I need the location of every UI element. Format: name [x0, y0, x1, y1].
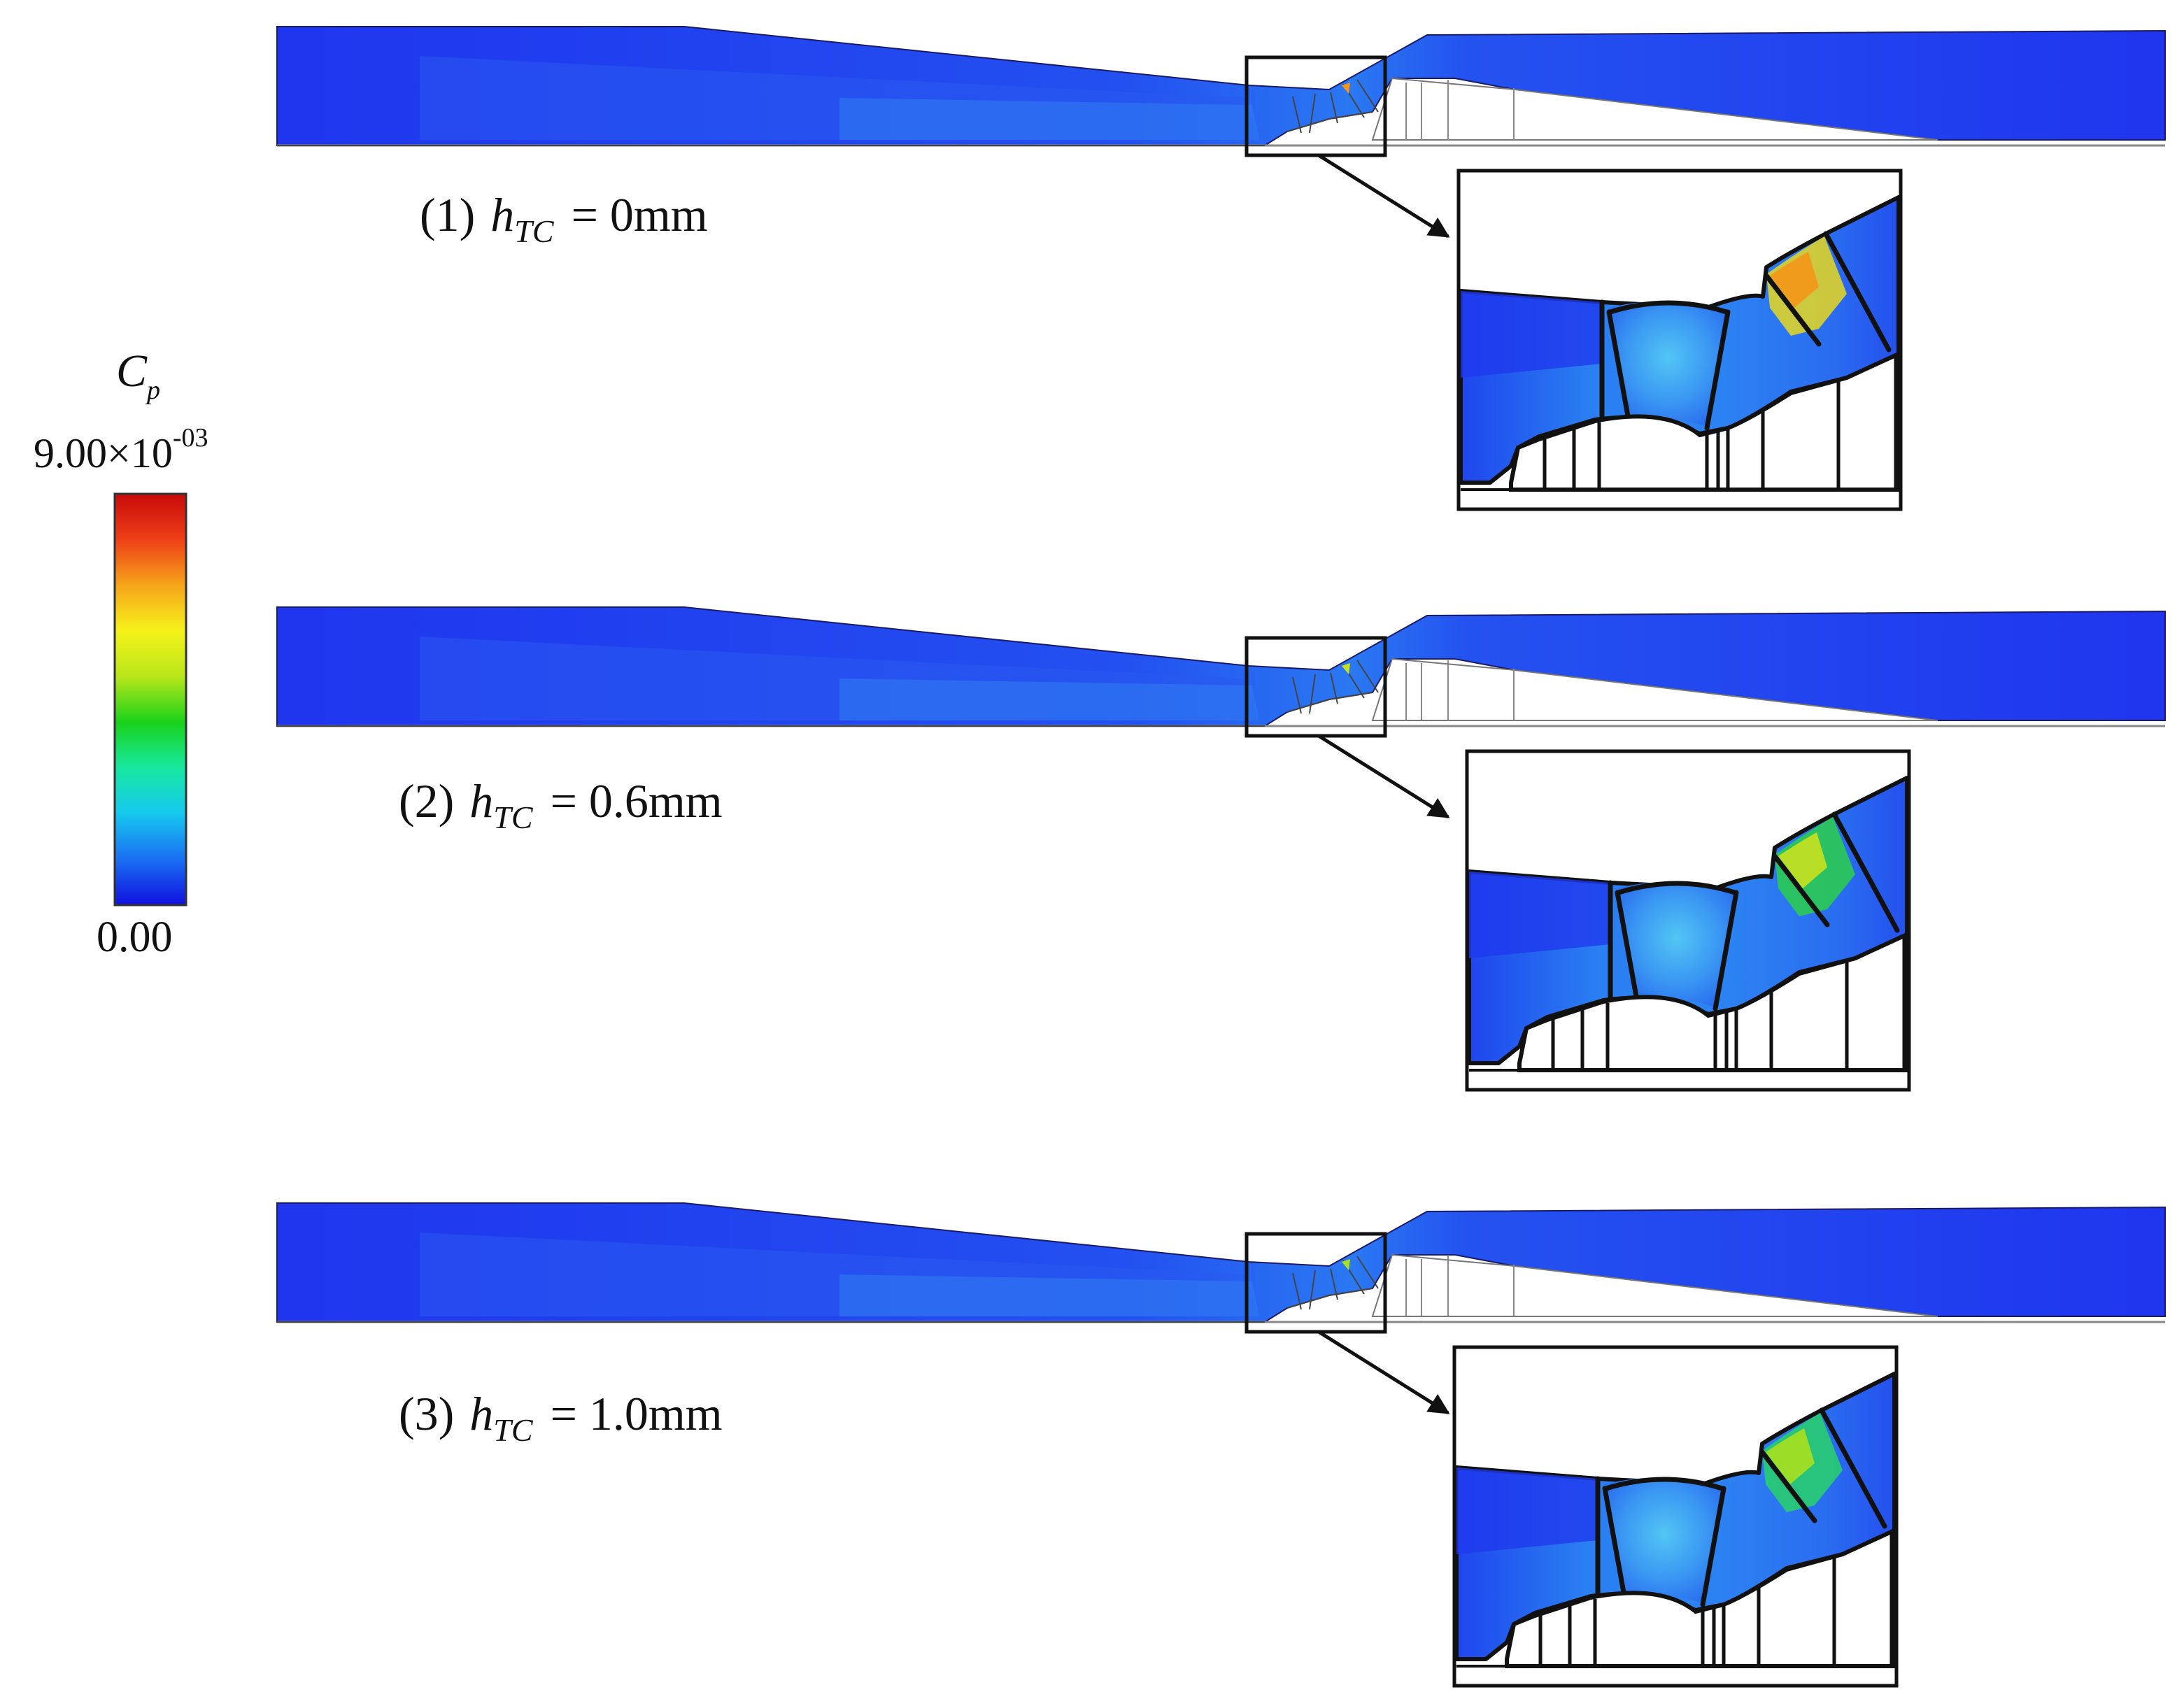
- zoom-hub-white: [1505, 1527, 1896, 1668]
- zoom-hotspot-group: [1762, 1413, 1843, 1512]
- zoom-hub-stations: [1543, 355, 1898, 490]
- colorbar-symbol: Cp: [116, 346, 160, 405]
- zoom-shroud-band: [1469, 872, 1610, 958]
- duct-contour: [276, 1202, 2166, 1323]
- zoom-blade-lines: [1595, 1407, 1887, 1616]
- zoom-shroud-band: [1461, 291, 1602, 378]
- duct-hotspot: [1342, 83, 1350, 94]
- zoom-hotspot-group: [1766, 236, 1847, 336]
- zoom-hotspot-core: [1778, 832, 1827, 888]
- zoom-rotor-passage: [1609, 301, 1728, 427]
- zoom-rotor-passage: [1617, 881, 1736, 1007]
- hub-stations: [1405, 660, 1515, 720]
- zoom-inset: [1452, 1345, 1899, 1688]
- colorbar: Cp 9.00×10-03 0.00: [34, 346, 208, 961]
- duct-hotspot: [1342, 663, 1350, 674]
- zoom-indicator-box: [1245, 636, 1387, 738]
- panel-2: (2)hTC = 0.6mm: [276, 606, 2166, 1092]
- duct-contour: [276, 26, 2166, 147]
- panel-label: (1)hTC = 0mm: [420, 188, 708, 249]
- blade-rows-small: [1286, 660, 1379, 714]
- zoom-hub: [1509, 350, 1901, 492]
- panel-label: (2)hTC = 0.6mm: [399, 774, 723, 835]
- panels: (1)hTC = 0mm: [276, 26, 2166, 1688]
- colorbar-scale: [113, 492, 187, 907]
- colorbar-max-label: 9.00×10-03: [34, 423, 208, 476]
- blade-rows-small: [1286, 79, 1379, 134]
- zoom-blade-lines: [1599, 231, 1892, 439]
- colorbar-min-label: 0.00: [97, 914, 173, 961]
- duct-light-band: [839, 1274, 1259, 1316]
- duct-light-band: [839, 98, 1259, 140]
- zoom-arrow: [1317, 1330, 1450, 1415]
- duct-hotspot: [1342, 1259, 1350, 1270]
- zoom-blade-lines: [1608, 811, 1900, 1020]
- panel-1: (1)hTC = 0mm: [276, 26, 2166, 511]
- zoom-hub: [1505, 1527, 1896, 1668]
- zoom-inset: [1456, 169, 1903, 511]
- zoom-inset: [1465, 749, 1911, 1092]
- zoom-indicator-box: [1245, 55, 1387, 157]
- zoom-hub: [1517, 931, 1909, 1072]
- panel-3: (3)hTC = 1.0mm: [276, 1202, 2166, 1688]
- zoom-rotor-passage: [1605, 1477, 1724, 1603]
- hub-stations: [1405, 1256, 1515, 1316]
- zoom-hub-stations: [1538, 1532, 1894, 1666]
- zoom-hub-white: [1517, 931, 1909, 1072]
- zoom-indicator-box: [1245, 1232, 1387, 1334]
- panel-label: (3)hTC = 1.0mm: [399, 1387, 723, 1448]
- zoom-hub-stations: [1551, 936, 1906, 1070]
- zoom-hotspot-core: [1770, 252, 1819, 308]
- zoom-hotspot-core: [1766, 1428, 1815, 1484]
- duct-contour: [276, 606, 2166, 727]
- zoom-arrow: [1317, 153, 1450, 239]
- blade-rows-small: [1286, 1256, 1379, 1310]
- zoom-hub-white: [1509, 350, 1901, 492]
- zoom-arrow: [1317, 734, 1450, 819]
- zoom-shroud-band: [1456, 1467, 1598, 1554]
- hub-stations: [1405, 80, 1515, 140]
- zoom-hotspot-group: [1775, 817, 1855, 916]
- duct-light-band: [839, 678, 1259, 720]
